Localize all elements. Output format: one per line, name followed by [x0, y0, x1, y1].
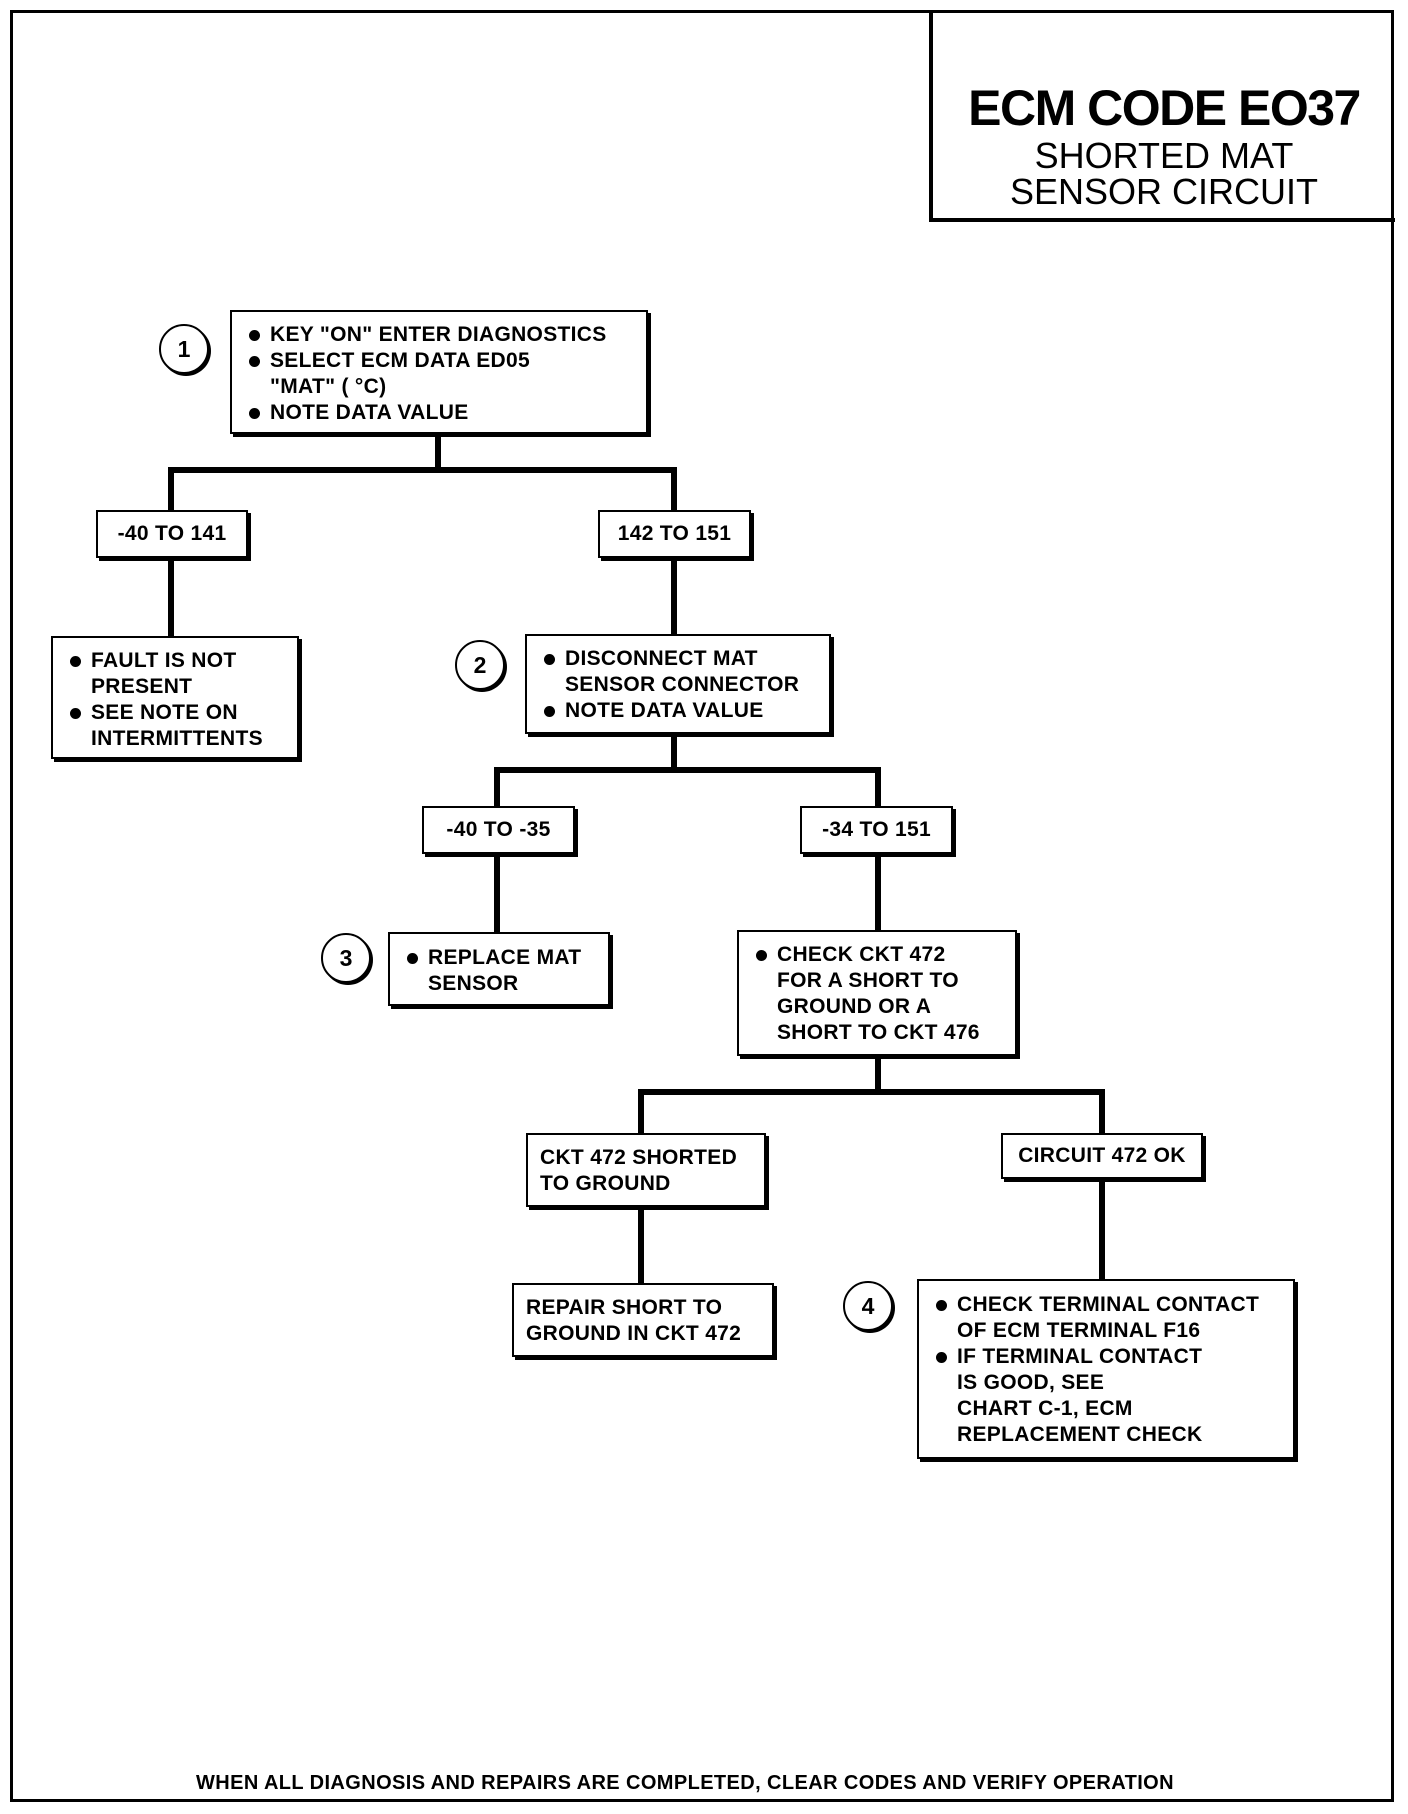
- step-number-3: 3: [321, 933, 371, 983]
- chart-title: ECM CODE EO37: [968, 80, 1361, 136]
- terminal-item-2: IF TERMINAL CONTACT: [931, 1344, 1287, 1370]
- check-item-line3: GROUND OR A: [777, 995, 932, 1018]
- check-item: CHECK CKT 472: [751, 942, 1009, 968]
- branch-shorted-to-ground: CKT 472 SHORTED TO GROUND: [526, 1133, 766, 1207]
- bullet-icon: [407, 953, 418, 964]
- branch-range-open-low: -40 TO -35: [422, 806, 575, 854]
- replace-sensor-box: REPLACE MAT SENSOR: [388, 932, 610, 1006]
- bullet-icon: [544, 706, 555, 717]
- footer-instruction: WHEN ALL DIAGNOSIS AND REPAIRS ARE COMPL…: [196, 1772, 1174, 1794]
- start-diagnostics-box: KEY "ON" ENTER DIAGNOSTICS SELECT ECM DA…: [230, 310, 648, 434]
- bullet-icon: [249, 356, 260, 367]
- bullet-icon: [70, 656, 81, 667]
- repair-short-box: REPAIR SHORT TO GROUND IN CKT 472: [512, 1283, 774, 1357]
- bullet-icon: [936, 1300, 947, 1311]
- branch-range-high: 142 TO 151: [598, 510, 751, 558]
- check-terminal-box: CHECK TERMINAL CONTACT OF ECM TERMINAL F…: [917, 1279, 1295, 1459]
- fault-item-1: FAULT IS NOT: [65, 648, 291, 674]
- fault-not-present-box: FAULT IS NOT PRESENT SEE NOTE ON INTERMI…: [51, 636, 299, 759]
- terminal-item-1: CHECK TERMINAL CONTACT: [931, 1292, 1287, 1318]
- start-item-2: SELECT ECM DATA ED05: [244, 348, 638, 374]
- fault-item-2-continuation: INTERMITTENTS: [91, 727, 263, 750]
- bullet-icon: [70, 708, 81, 719]
- bullet-icon: [544, 654, 555, 665]
- start-item-3: NOTE DATA VALUE: [244, 400, 638, 426]
- bullet-icon: [756, 950, 767, 961]
- step-number-4: 4: [843, 1281, 893, 1331]
- bullet-icon: [249, 330, 260, 341]
- branch-circuit-ok: CIRCUIT 472 OK: [1001, 1133, 1203, 1179]
- check-item-line4: SHORT TO CKT 476: [777, 1021, 980, 1044]
- disconnect-item-1: DISCONNECT MAT: [539, 646, 823, 672]
- terminal-item-1-continuation: OF ECM TERMINAL F16: [957, 1319, 1201, 1342]
- terminal-item-2-line4: REPLACEMENT CHECK: [957, 1423, 1203, 1446]
- branch-range-low: -40 TO 141: [96, 510, 248, 558]
- start-item-1: KEY "ON" ENTER DIAGNOSTICS: [244, 322, 638, 348]
- step-number-2: 2: [455, 640, 505, 690]
- step-number-1: 1: [159, 324, 209, 374]
- bullet-icon: [249, 408, 260, 419]
- replace-item: REPLACE MAT: [402, 945, 602, 971]
- disconnect-item-1-continuation: SENSOR CONNECTOR: [565, 673, 800, 696]
- fault-item-1-continuation: PRESENT: [91, 675, 193, 698]
- chart-subtitle-line2: SENSOR CIRCUIT: [1009, 171, 1319, 212]
- title-block: ECM CODE EO37 SHORTED MAT SENSOR CIRCUIT: [929, 13, 1395, 222]
- terminal-item-2-line3: CHART C-1, ECM: [957, 1397, 1133, 1420]
- terminal-item-2-line2: IS GOOD, SEE: [957, 1371, 1105, 1394]
- page-frame: [10, 10, 1394, 1802]
- check-circuit-472-box: CHECK CKT 472 FOR A SHORT TO GROUND OR A…: [737, 930, 1017, 1056]
- disconnect-sensor-box: DISCONNECT MAT SENSOR CONNECTOR NOTE DAT…: [525, 634, 831, 734]
- chart-subtitle-line1: SHORTED MAT: [1034, 135, 1294, 176]
- check-item-line2: FOR A SHORT TO: [777, 969, 959, 992]
- branch-range-open-high: -34 TO 151: [800, 806, 953, 854]
- bullet-icon: [936, 1352, 947, 1363]
- fault-item-2: SEE NOTE ON: [65, 700, 291, 726]
- replace-item-continuation: SENSOR: [428, 972, 519, 995]
- disconnect-item-2: NOTE DATA VALUE: [539, 698, 823, 724]
- start-item-2-continuation: "MAT" ( °C): [270, 375, 387, 398]
